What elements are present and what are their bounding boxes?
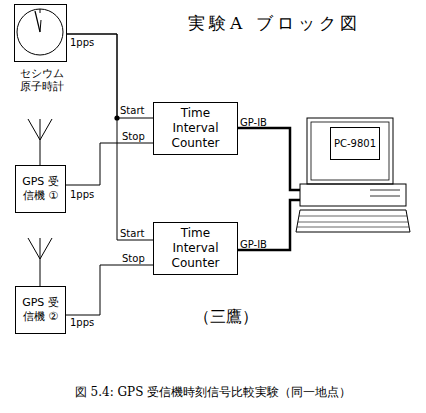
gps-receiver: GPS 受信機 ② bbox=[15, 286, 66, 334]
clock-face bbox=[17, 9, 63, 55]
computer: PC-9801 bbox=[300, 118, 410, 233]
bus-line bbox=[238, 128, 300, 190]
node-text: Time Interval Counter bbox=[168, 106, 224, 151]
port-name: Stop bbox=[122, 132, 145, 142]
drive-slot bbox=[370, 190, 400, 191]
clock-hand bbox=[40, 20, 41, 32]
signal-line bbox=[66, 143, 153, 185]
signal-line bbox=[66, 265, 153, 315]
antenna-symbol bbox=[28, 119, 52, 140]
bus-line bbox=[238, 200, 300, 250]
atomic-clock: セシウム 原子時計 bbox=[14, 4, 67, 62]
junction-dot bbox=[114, 115, 119, 120]
bus-name: GP-IB bbox=[240, 118, 267, 128]
clock-tick bbox=[40, 9, 41, 13]
counter-box: Time Interval Counter bbox=[153, 222, 238, 275]
keyboard-outline bbox=[296, 210, 410, 232]
antenna-mast bbox=[40, 238, 41, 286]
keyboard-row bbox=[297, 227, 409, 228]
signal-name: 1pps bbox=[70, 190, 94, 200]
node-text: GPS 受信機 ② bbox=[19, 296, 63, 324]
signal-line bbox=[67, 34, 153, 118]
monitor-outline bbox=[307, 118, 393, 184]
node-text: Time Interval Counter bbox=[168, 226, 224, 271]
antenna-mast bbox=[40, 119, 41, 165]
location-note: （三鷹） bbox=[194, 309, 258, 325]
drive-slot bbox=[370, 196, 400, 197]
pc-base-unit bbox=[300, 184, 406, 206]
keyboard-row bbox=[298, 222, 408, 223]
signal-name: 1pps bbox=[70, 38, 94, 48]
diagram-title: 実験A ブロック図 bbox=[188, 15, 361, 32]
node-text: PC-9801 bbox=[330, 127, 380, 160]
node-text: GPS 受信機 ① bbox=[19, 175, 63, 203]
node-text: セシウム 原子時計 bbox=[9, 67, 74, 93]
clock-hand bbox=[35, 11, 40, 32]
figure-caption: 図 5.4: GPS 受信機時刻信号比較実験（同一地点） bbox=[0, 386, 426, 398]
keyboard-row bbox=[299, 216, 407, 217]
bus-name: GP-IB bbox=[240, 240, 267, 250]
counter-box: Time Interval Counter bbox=[153, 102, 238, 155]
antenna-symbol bbox=[28, 238, 52, 259]
signal-name: 1pps bbox=[70, 318, 94, 328]
monitor-bezel bbox=[311, 122, 389, 180]
gps-receiver: GPS 受信機 ① bbox=[15, 165, 66, 213]
port-name: Start bbox=[120, 106, 144, 116]
signal-line bbox=[67, 34, 153, 240]
port-name: Start bbox=[120, 229, 144, 239]
port-name: Stop bbox=[122, 254, 145, 264]
